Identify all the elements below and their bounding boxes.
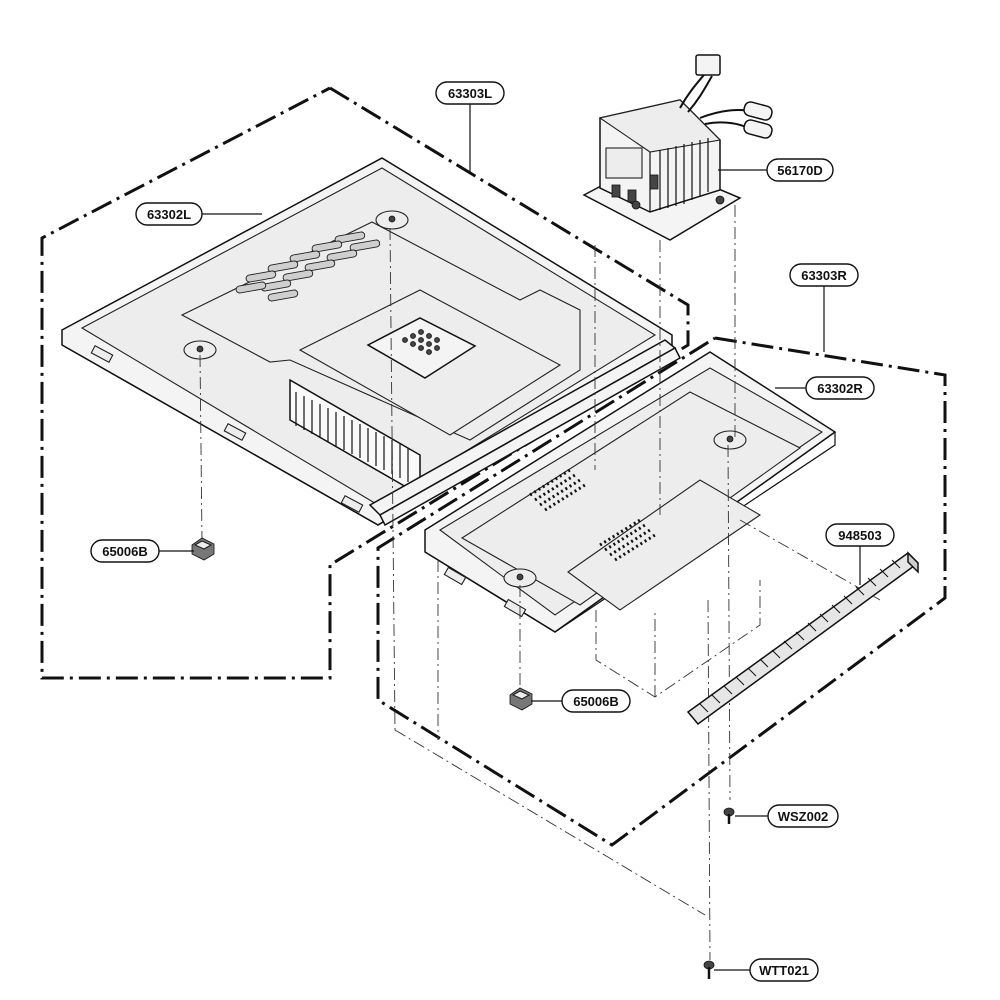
callout-text: 56170D	[777, 163, 823, 178]
callout-text: WTT021	[759, 963, 809, 978]
foot-left	[191, 537, 215, 561]
phantom-lines	[199, 205, 881, 961]
callout-63302L: 63302L	[135, 202, 203, 226]
callout-63303L: 63303L	[435, 81, 505, 105]
group-boundary-left	[40, 86, 690, 680]
callout-65006B-right: 65006B	[561, 689, 631, 713]
leader-lines	[157, 103, 861, 971]
callout-text: 65006B	[102, 544, 148, 559]
callout-WTT021: WTT021	[749, 958, 819, 982]
right-base-plate	[424, 351, 837, 633]
group-boundary-right	[376, 336, 947, 847]
callout-text: 948503	[838, 528, 881, 543]
transformer-assembly	[582, 54, 773, 241]
vent-dots-left	[402, 329, 440, 355]
callout-text: 63302R	[817, 381, 863, 396]
vent-slots-top	[235, 231, 381, 302]
callout-text: 65006B	[573, 694, 619, 709]
screw-wsz002	[723, 807, 735, 824]
callout-WSZ002: WSZ002	[767, 804, 839, 828]
center-rail	[368, 339, 681, 527]
callout-63303R: 63303R	[789, 263, 859, 287]
callout-56170D: 56170D	[766, 158, 834, 182]
callout-text: 63303R	[801, 268, 847, 283]
callout-948503: 948503	[825, 523, 895, 547]
callout-63302R: 63302R	[805, 376, 875, 400]
callout-text: 63303L	[448, 86, 492, 101]
screw-wtt021	[703, 960, 715, 979]
foot-right	[509, 687, 533, 711]
callout-65006B-left: 65006B	[90, 539, 160, 563]
gasket-strip	[686, 551, 920, 726]
callout-text: 63302L	[147, 207, 191, 222]
callout-text: WSZ002	[778, 809, 829, 824]
